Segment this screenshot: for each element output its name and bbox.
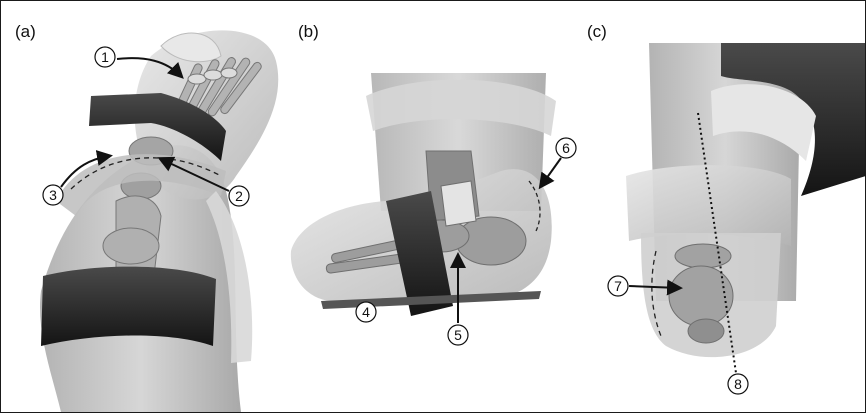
callout-4: 4 [362, 304, 370, 320]
panel-c: (c) 7 8 [587, 22, 865, 394]
panel-label-b: (b) [298, 22, 319, 41]
calf-strap-a [41, 267, 216, 346]
callout-7: 7 [614, 278, 622, 294]
panel-a: (a) [15, 22, 278, 412]
callout-3: 3 [49, 187, 57, 203]
panel-label-a: (a) [15, 22, 36, 41]
panel-label-c: (c) [587, 22, 607, 41]
callout-6: 6 [562, 140, 570, 156]
callout-1: 1 [101, 49, 109, 65]
callout-6-arrow [541, 158, 561, 186]
callout-2: 2 [235, 188, 243, 204]
callout-8: 8 [734, 376, 742, 392]
panel-b: (b) 4 5 6 [291, 22, 576, 345]
callout-5: 5 [454, 327, 462, 343]
